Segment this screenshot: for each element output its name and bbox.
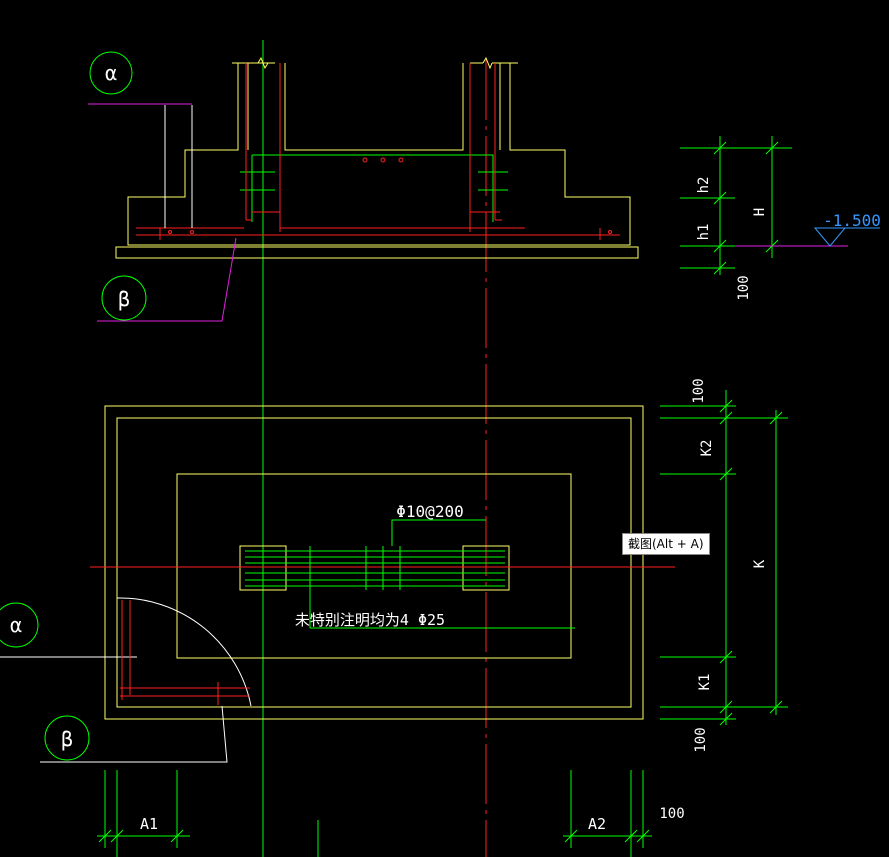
K2-label: K2	[699, 440, 715, 457]
plan-view	[0, 405, 675, 763]
alpha-label-bottom: α	[10, 613, 22, 637]
h1-label: h1	[696, 224, 712, 241]
section-view	[88, 40, 639, 857]
height-dimensions	[680, 136, 880, 275]
dim-100-plan-top: 100	[691, 378, 707, 403]
callout-beta-top	[101, 275, 147, 321]
h2-label: h2	[696, 177, 712, 194]
callout-beta-bottom	[44, 715, 90, 761]
callout-alpha-bottom	[0, 602, 39, 648]
plan-dimensions	[97, 390, 788, 857]
dim-100-top: 100	[736, 275, 752, 300]
beta-label-bottom: β	[61, 727, 73, 751]
alpha-label-top: α	[105, 61, 117, 85]
rebar-spec-label: Φ10@200	[396, 502, 463, 521]
A1-label: A1	[140, 815, 158, 833]
elevation-label: -1.500	[823, 211, 881, 230]
dim-100-plan-bottom: 100	[693, 727, 709, 752]
dim-100-bottom: 100	[659, 806, 684, 822]
H-label: H	[752, 208, 768, 216]
rebar-note-label: 未特别注明均为4 Φ25	[295, 611, 445, 629]
K-label: K	[752, 559, 768, 568]
A2-label: A2	[588, 815, 606, 833]
beta-label-top: β	[118, 287, 130, 311]
screenshot-tooltip: 截图(Alt + A)	[622, 533, 710, 555]
callout-alpha-top	[89, 51, 133, 95]
K1-label: K1	[697, 674, 713, 691]
